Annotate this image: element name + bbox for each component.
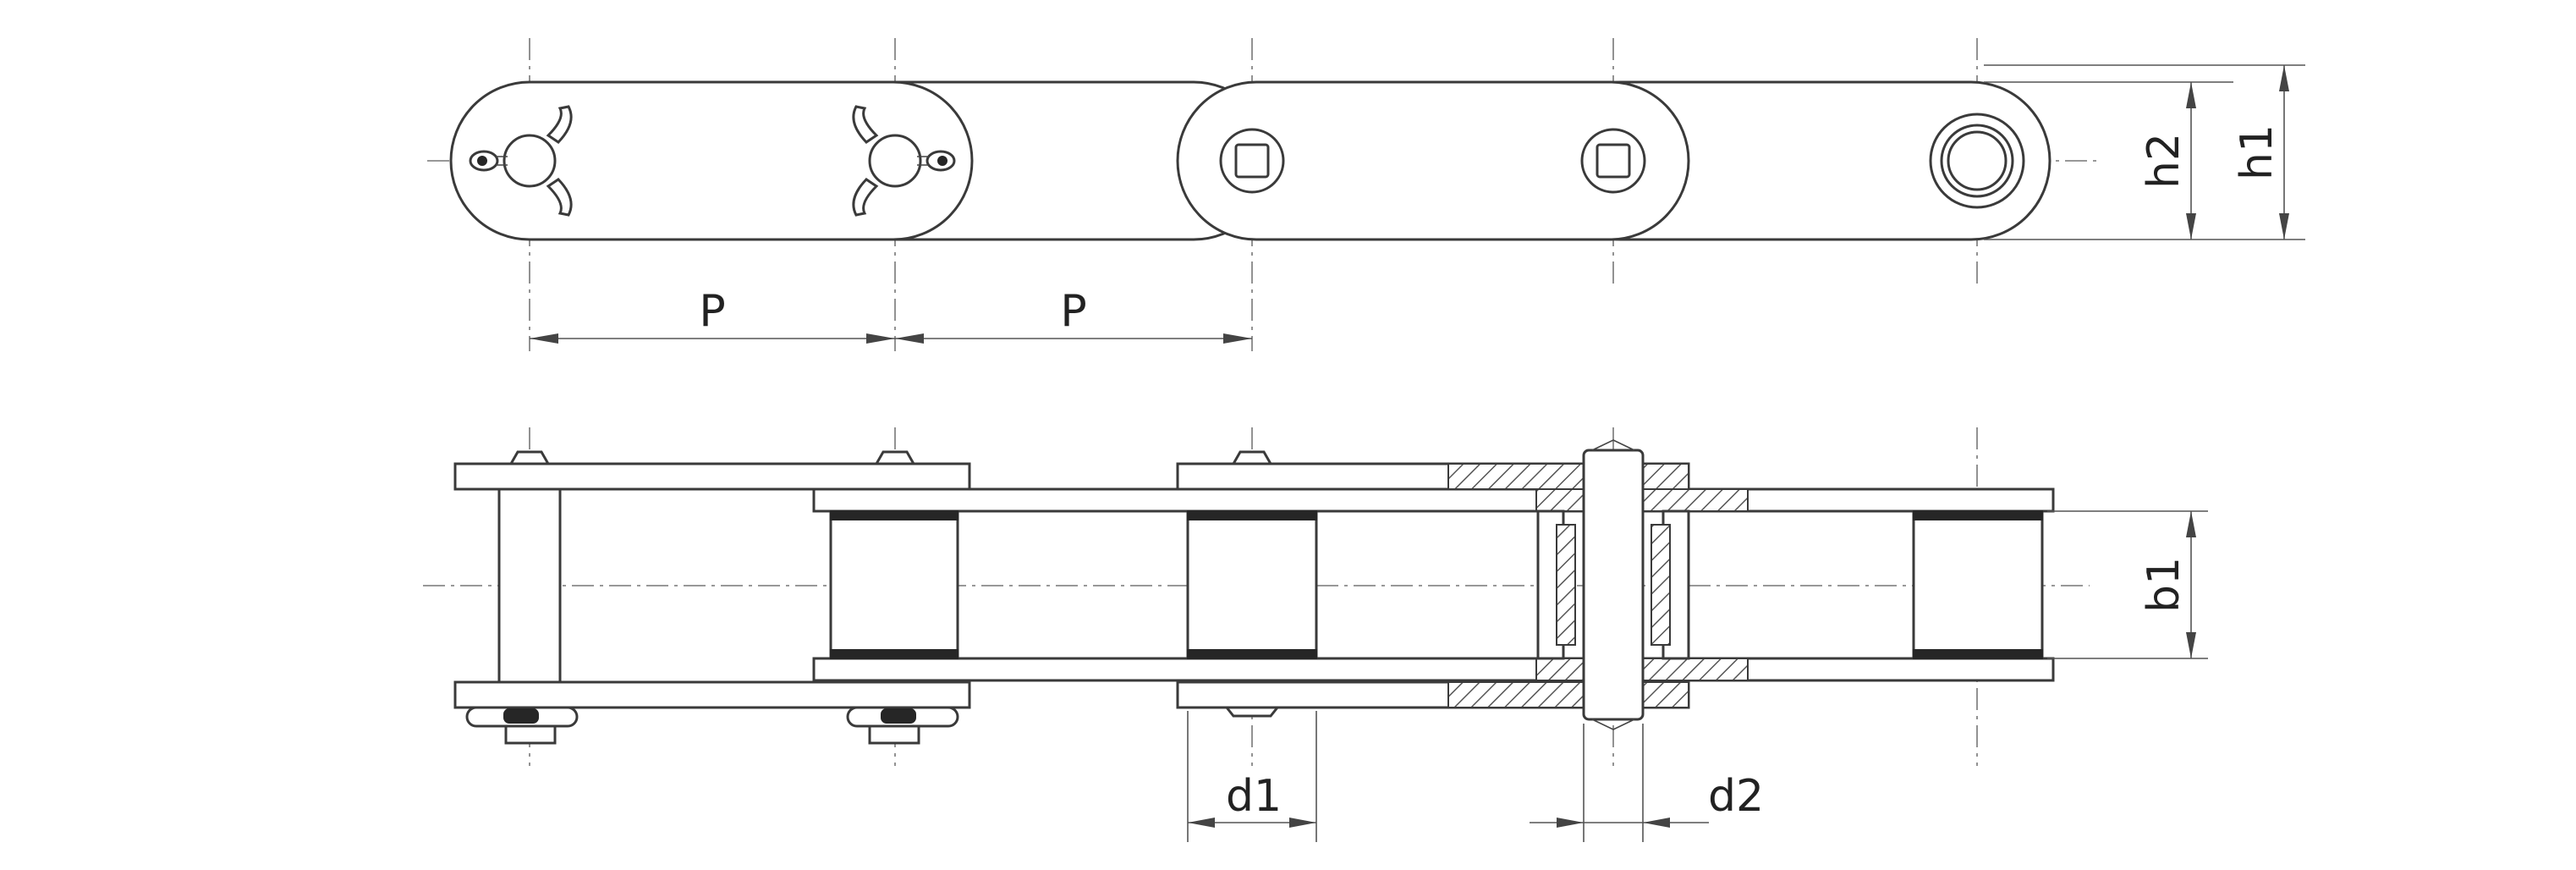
pin-1-body xyxy=(497,487,562,684)
outer-plate-top-left xyxy=(453,462,971,491)
outer-plate-bottom-left xyxy=(453,680,971,709)
top-view: P P h2 h1 xyxy=(427,38,2305,351)
pin-1-head xyxy=(508,450,551,465)
pitch-dimension: P P xyxy=(530,286,1252,344)
roller-5 xyxy=(1912,509,2044,660)
bushing-5 xyxy=(1929,113,2025,209)
clip-bottom-2 xyxy=(846,706,959,745)
d2-dimension: d2 xyxy=(1530,724,1764,842)
pin-3-tail xyxy=(1223,706,1281,718)
d1-dimension: d1 xyxy=(1187,711,1317,842)
roller-3 xyxy=(1186,509,1318,660)
pitch-label-left: P xyxy=(699,286,725,337)
b1-label: b1 xyxy=(2139,557,2189,613)
inner-plate-bottom-bottomview xyxy=(812,657,2055,682)
d2-label: d2 xyxy=(1708,771,1764,822)
inner-plate-top-bottomview xyxy=(812,487,2055,513)
h1-label: h1 xyxy=(2232,124,2282,180)
d1-label: d1 xyxy=(1226,771,1282,822)
outer-plate-1 xyxy=(449,80,974,241)
outer-plate-2 xyxy=(1176,80,1690,241)
b1-dimension: b1 xyxy=(2047,510,2208,659)
pin-3-head xyxy=(1231,450,1273,465)
bottom-view: b1 d1 d2 xyxy=(423,427,2208,842)
height-dimensions: h2 h1 xyxy=(1984,64,2305,240)
clip-bottom-1 xyxy=(465,706,579,745)
pin-rivet-3 xyxy=(1219,128,1285,194)
pin-4-body xyxy=(1582,449,1645,721)
pitch-label-right: P xyxy=(1060,286,1086,337)
section-pin-4 xyxy=(1447,439,1749,730)
roller-2 xyxy=(829,509,959,660)
h2-label: h2 xyxy=(2139,133,2189,189)
pin-clip-2 xyxy=(852,105,956,217)
pin-clip-1 xyxy=(469,105,573,217)
pin-2-head xyxy=(874,450,916,465)
pin-rivet-4 xyxy=(1580,128,1646,194)
